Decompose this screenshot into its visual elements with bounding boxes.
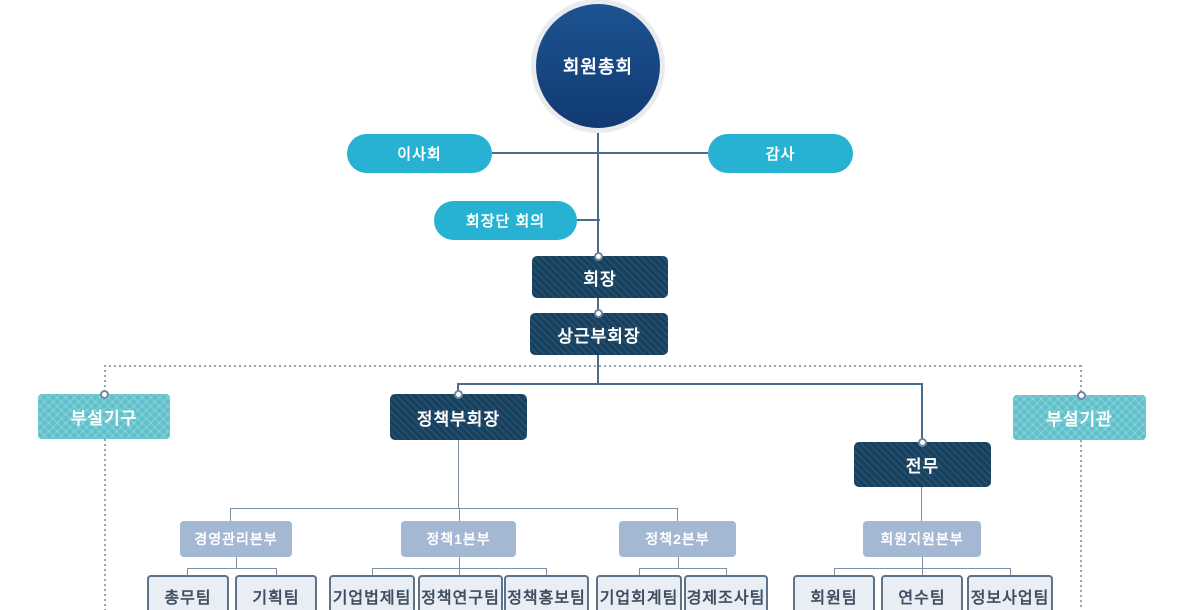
connector-line: [597, 297, 599, 313]
node-division-member-support: 회원지원본부: [863, 521, 981, 557]
connector-line: [922, 568, 923, 576]
connector-line: [104, 365, 1082, 367]
connector-line: [459, 508, 460, 522]
node-auditor: 감사: [708, 134, 853, 173]
connector-line: [187, 568, 277, 569]
connector-line: [491, 152, 709, 154]
connector-line: [458, 440, 459, 509]
connector-line: [639, 568, 727, 569]
node-team-members: 회원팀: [793, 575, 875, 610]
node-general-assembly: 회원총회: [536, 4, 660, 128]
connector-line: [597, 353, 599, 384]
node-team-corporate-accounting: 기업회계팀: [596, 575, 682, 610]
connector-line: [1010, 568, 1011, 576]
connector-line: [677, 508, 678, 522]
connector-line: [678, 556, 679, 569]
connector-line: [230, 508, 231, 522]
connector-line: [459, 556, 460, 569]
node-division-policy1: 정책1본부: [401, 521, 516, 557]
connector-line: [104, 365, 106, 394]
connector-line: [104, 439, 106, 610]
connector-line: [921, 383, 923, 443]
connector-line: [1080, 365, 1082, 395]
connector-line: [576, 219, 600, 221]
node-board-of-directors: 이사회: [347, 134, 492, 173]
connector-line: [726, 568, 727, 576]
connector-line: [236, 556, 237, 569]
junction-dot: [918, 438, 927, 447]
node-team-information-business: 정보사업팀: [967, 575, 1053, 610]
junction-dot: [100, 390, 109, 399]
node-team-planning: 기획팀: [235, 575, 317, 610]
connector-line: [230, 508, 678, 509]
connector-line: [921, 487, 922, 522]
node-team-economic-research: 경제조사팀: [684, 575, 768, 610]
node-executive-director: 전무: [854, 442, 991, 487]
node-team-policy-pr: 정책홍보팀: [504, 575, 589, 610]
node-team-policy-research: 정책연구팀: [418, 575, 503, 610]
connector-line: [1080, 440, 1082, 610]
node-team-general-affairs: 총무팀: [147, 575, 229, 610]
junction-dot: [454, 390, 463, 399]
node-affiliated-organization: 부설기구: [38, 394, 170, 439]
node-division-policy2: 정책2본부: [619, 521, 736, 557]
node-team-training: 연수팀: [881, 575, 963, 610]
junction-dot: [594, 309, 603, 318]
node-team-corporate-legal: 기업법제팀: [329, 575, 415, 610]
junction-dot: [594, 252, 603, 261]
connector-line: [276, 568, 277, 576]
connector-line: [372, 568, 373, 576]
connector-line: [187, 568, 188, 576]
connector-line: [922, 556, 923, 569]
connector-line: [457, 383, 459, 395]
node-standing-vice-chairman: 상근부회장: [530, 313, 668, 355]
connector-line: [459, 568, 460, 576]
node-policy-vice-chairman: 정책부회장: [390, 394, 527, 440]
node-affiliated-institution: 부설기관: [1013, 395, 1146, 440]
junction-dot: [1077, 391, 1086, 400]
connector-line: [639, 568, 640, 576]
node-chairman: 회장: [532, 256, 668, 298]
node-chairman-council: 회장단 회의: [434, 201, 577, 240]
connector-line: [597, 127, 599, 256]
connector-line: [834, 568, 835, 576]
connector-line: [546, 568, 547, 576]
connector-line: [457, 383, 923, 385]
node-division-management: 경영관리본부: [180, 521, 292, 557]
